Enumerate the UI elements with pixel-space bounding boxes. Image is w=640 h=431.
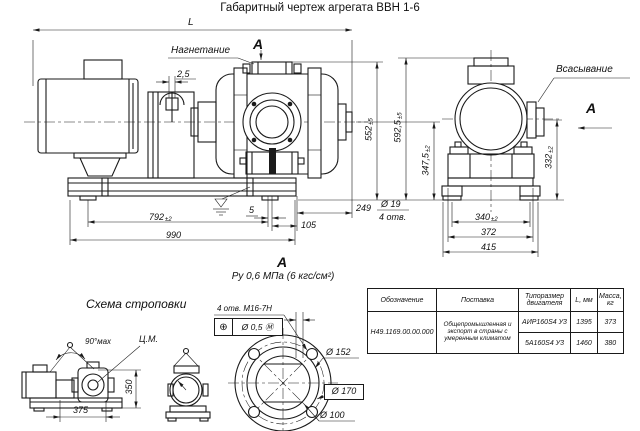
end-view (441, 50, 630, 257)
spec-table-row: 5А160S4 У3 1460 380 (368, 332, 624, 354)
dim-gap-small-label: 5 (249, 205, 255, 215)
dim-overall-length-label: L (188, 17, 194, 28)
dim-coupling-gap-label: 2,5 (177, 69, 190, 79)
detail-a-title: А (277, 254, 288, 270)
sling-angle-label: 90°мах (85, 337, 112, 346)
pressure-note: Ру 0,6 МПа (6 кгс/см²) (231, 271, 335, 282)
col-motor-type: Типоразмер двигателя (518, 288, 571, 312)
dim-offset-105-label: 105 (301, 220, 317, 230)
flange-detail (214, 312, 359, 431)
drawing-title: Габаритный чертеж агрегата ВВН 1-6 (220, 2, 420, 14)
sling-dim-height-label: 350 (124, 379, 134, 395)
dim-bolt-span-label: 792±2 (149, 212, 172, 223)
foot-holes-dia-label: Ø 19 (381, 199, 401, 209)
suction-label: Всасывание (556, 64, 613, 75)
dim-overall-height-label: 592,5±5 (392, 112, 404, 143)
dia-outer-label: Ø 170 (324, 384, 364, 400)
mass-cell: 380 (597, 332, 624, 354)
col-designation: Обозначение (367, 288, 437, 312)
spec-table-header-row: Обозначение Поставка Типоразмер двигател… (367, 288, 624, 312)
motor-cell: АИР160S4 У3 (518, 311, 571, 333)
delivery-cell: Общепромышленная и экспорт в страны с ум… (436, 311, 519, 354)
spec-table: Обозначение Поставка Типоразмер двигател… (367, 288, 624, 354)
foot-holes-qty-label: 4 отв. (379, 212, 407, 222)
dim-frame-width-label: 372 (481, 227, 497, 237)
center-of-mass-label: Ц.М. (139, 334, 159, 344)
dim-suction-height-label: 332±2 (543, 146, 555, 169)
col-length: L, мм (570, 288, 598, 312)
dim-axis-height-label: 347,5±2 (420, 145, 432, 176)
sling-dim-width-label: 375 (73, 405, 89, 415)
mass-cell: 373 (597, 311, 624, 333)
designation-cell: Н49.1169.00.00.000 (367, 311, 437, 354)
discharge-label: Нагнетание (171, 45, 231, 56)
col-delivery: Поставка (436, 288, 519, 312)
view-a-label: А (586, 100, 597, 116)
col-mass: Масса, кг (597, 288, 624, 312)
material-modifier: Ⓜ (264, 322, 274, 332)
position-symbol: ⊕ (215, 319, 233, 335)
section-a-label: А (253, 36, 264, 52)
flange-holes-note: 4 отв. М16-7Н (217, 304, 272, 313)
side-view (24, 59, 368, 216)
length-cell: 1395 (570, 311, 598, 333)
dia-bolt-circle-label: Ø 152 (326, 347, 351, 357)
dim-discharge-height-label: 552±5 (363, 118, 375, 141)
dim-frame-length-label: 990 (166, 230, 182, 240)
motor-cell: 5А160S4 У3 (518, 332, 571, 354)
position-tolerance-frame: ⊕ Ø 0,5 Ⓜ (214, 318, 283, 336)
dim-end-bolt-span-label: 340±2 (475, 212, 498, 223)
dim-overall-width-label: 415 (481, 242, 497, 252)
spec-table-row: Н49.1169.00.00.000 Общепромышленная и эк… (367, 311, 624, 354)
sling-scheme-title: Схема строповки (86, 297, 187, 311)
dia-bore-label: Ø 100 (320, 410, 345, 420)
length-cell: 1460 (570, 332, 598, 354)
sling-scheme (21, 341, 211, 422)
dim-offset-249-label: 249 (356, 203, 372, 213)
